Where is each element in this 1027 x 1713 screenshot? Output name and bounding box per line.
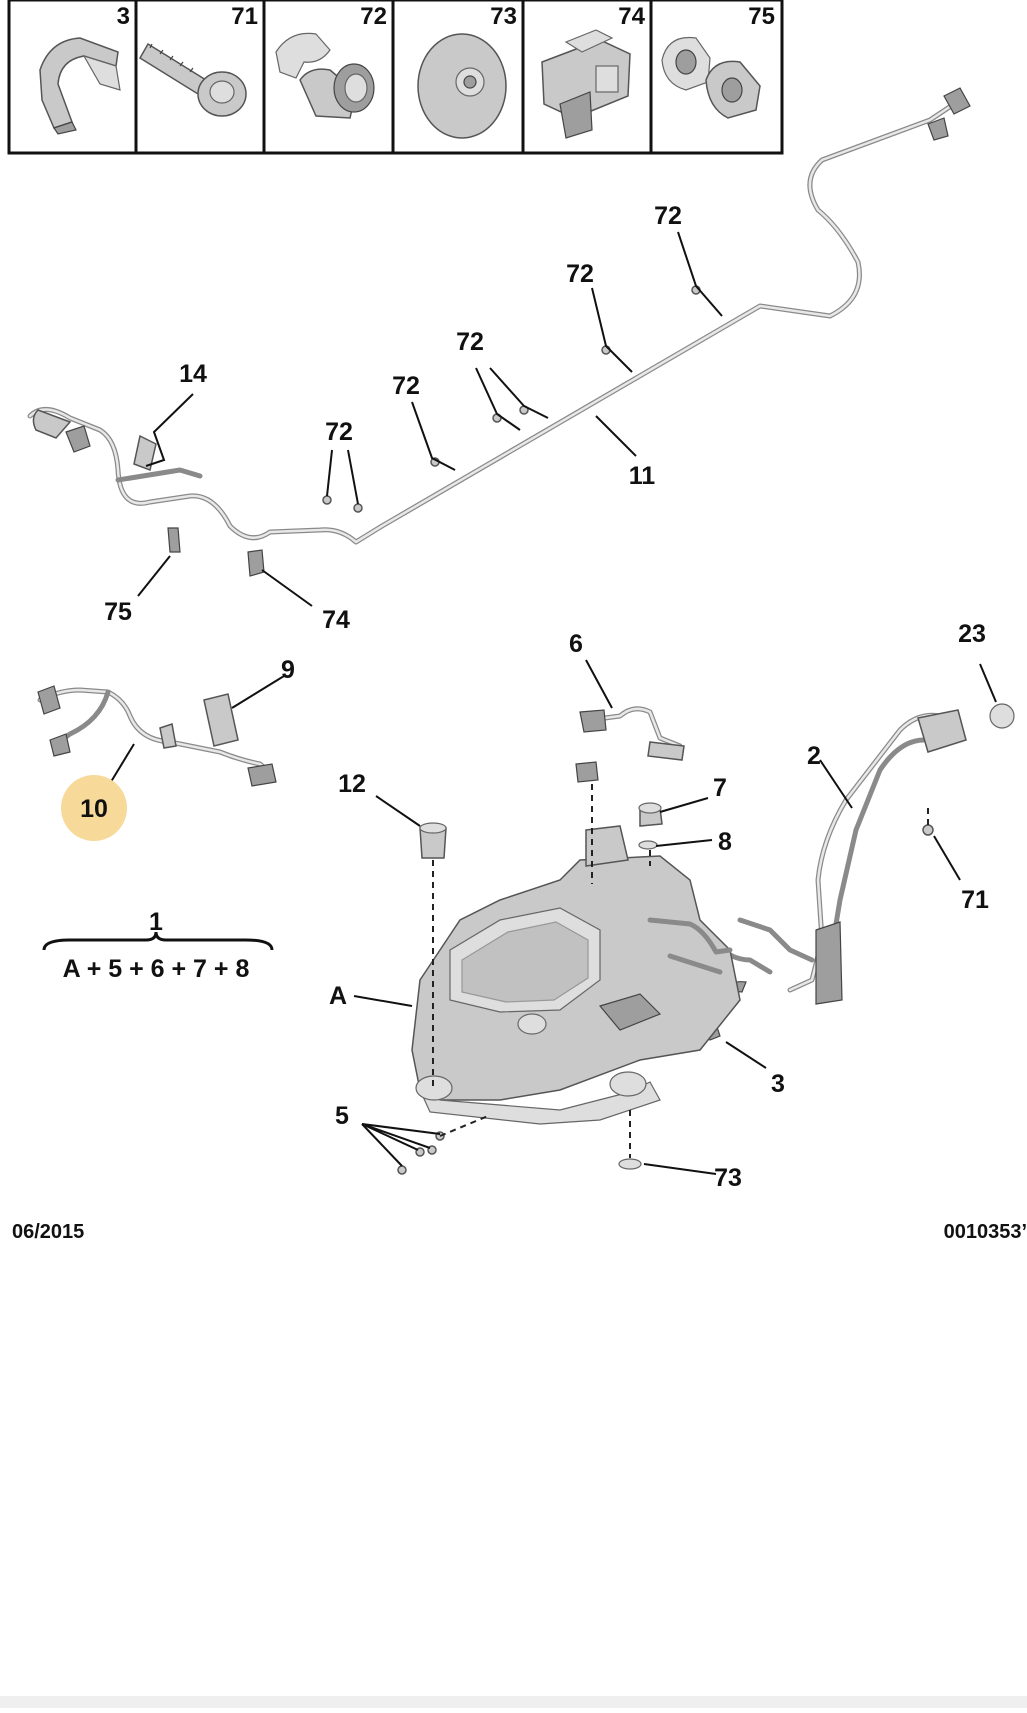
- washer-73: [618, 1158, 642, 1170]
- assembly-formula: 1 A + 5 + 6 + 7 + 8: [42, 908, 274, 983]
- callout-6: 6: [569, 630, 583, 658]
- assembly-lines: [432, 784, 929, 1158]
- bracket-clip-icon: [541, 29, 631, 139]
- callout-72-e: 72: [654, 202, 682, 230]
- callout-9: 9: [281, 656, 295, 684]
- assembly-brace: [42, 931, 274, 951]
- callout-5: 5: [335, 1102, 349, 1130]
- callout-a: A: [329, 982, 347, 1010]
- callout-labels: 14 75 74 72 72 72 72 72 11 9 10 6 23 2 1…: [80, 202, 989, 1192]
- callout-2: 2: [807, 742, 821, 770]
- callout-3: 3: [771, 1070, 785, 1098]
- callout-72-d: 72: [566, 260, 594, 288]
- harness-11: [27, 87, 971, 577]
- filler-pipe-2: [707, 703, 1015, 1041]
- legend-box-3: 3: [39, 3, 130, 135]
- callout-23: 23: [958, 620, 986, 648]
- clip-icon: [39, 37, 121, 135]
- legend-strip: 3 71 72: [7, 0, 784, 155]
- bottom-bar: [0, 1696, 1027, 1708]
- urea-tank-a: [411, 825, 741, 1125]
- legend-ref-71: 71: [231, 3, 258, 30]
- legend-box-75: 75: [661, 3, 775, 119]
- callout-12: 12: [338, 770, 366, 798]
- legend-ref-3: 3: [117, 3, 130, 30]
- callout-72-a: 72: [325, 418, 353, 446]
- highlight-10: [61, 775, 127, 841]
- module-6: [575, 706, 685, 783]
- callout-71: 71: [961, 886, 989, 914]
- legend-ref-72: 72: [360, 3, 387, 30]
- seal-8: [638, 840, 658, 850]
- assembly-formula-text: A + 5 + 6 + 7 + 8: [63, 955, 250, 983]
- legend-ref-74: 74: [618, 3, 645, 30]
- callout-10: 10: [80, 795, 108, 823]
- callout-7: 7: [713, 774, 727, 802]
- callout-14: 14: [179, 360, 207, 388]
- legend-ref-73: 73: [490, 3, 517, 30]
- callout-74: 74: [322, 606, 350, 634]
- footer-code: 0010353’: [944, 1221, 1027, 1243]
- callout-73: 73: [714, 1164, 742, 1192]
- legend-box-73: 73: [417, 3, 517, 139]
- legend-ref-75: 75: [748, 3, 775, 30]
- callout-75: 75: [104, 598, 132, 626]
- cap-12: [419, 822, 447, 859]
- pipe-clip-icon: [275, 32, 375, 119]
- legend-box-74: 74: [541, 3, 646, 139]
- callout-8: 8: [718, 828, 732, 856]
- legend-box-71: 71: [138, 3, 258, 117]
- legend-box-72: 72: [275, 3, 387, 119]
- cap-7: [638, 802, 663, 827]
- callout-11: 11: [629, 462, 656, 490]
- leader-lines: [105, 231, 997, 1175]
- assembly-ref: 1: [149, 908, 163, 936]
- bolt-icon: [138, 42, 247, 117]
- callout-72-b: 72: [392, 372, 420, 400]
- washer-icon: [417, 33, 507, 139]
- callout-72-c: 72: [456, 328, 484, 356]
- double-clip-icon: [661, 36, 761, 119]
- footer-date: 06/2015: [12, 1221, 84, 1243]
- harness-10: [37, 685, 277, 787]
